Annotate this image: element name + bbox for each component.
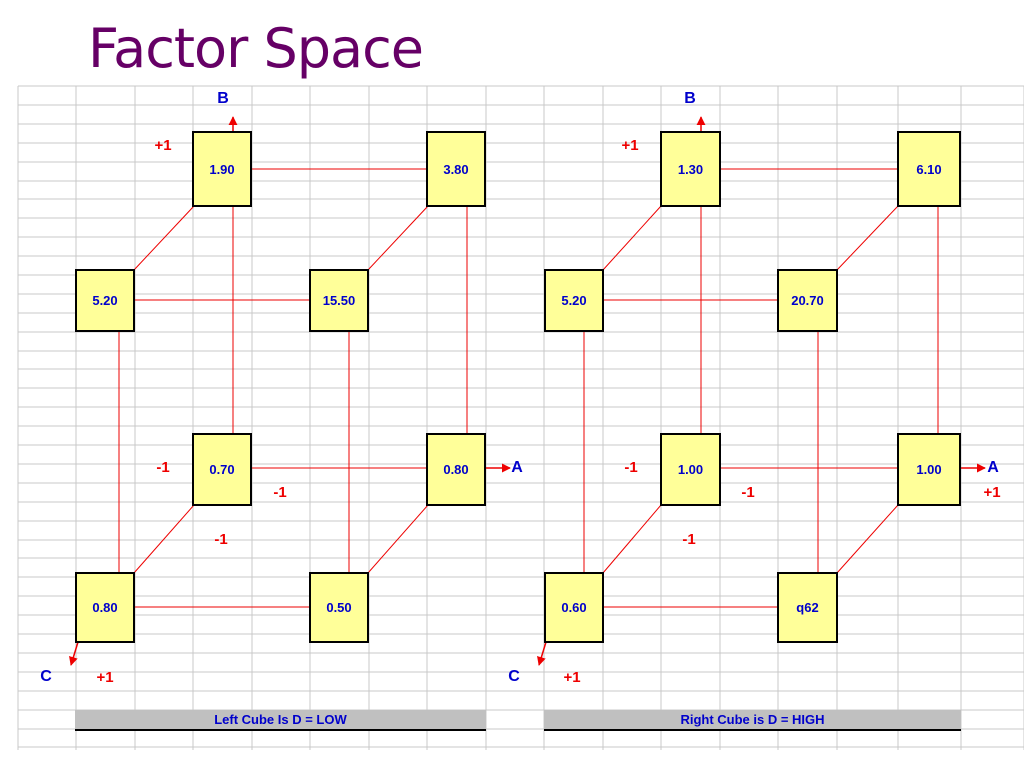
left-b-plus-label: +1 [154, 137, 172, 154]
left-value-box: 0.70 [192, 433, 252, 506]
left-value-box: 15.50 [309, 269, 369, 332]
right-value-box: 1.00 [897, 433, 961, 506]
left-cube-edges [118, 168, 468, 608]
left-axis-b-label: B [217, 90, 229, 107]
left-value-box: 5.20 [75, 269, 135, 332]
right-b-minus-label: -1 [624, 459, 638, 476]
right-value-box: 0.60 [544, 572, 604, 643]
right-c-minus-label: -1 [682, 531, 696, 548]
left-value-box: 1.90 [192, 131, 252, 207]
left-c-minus-label: -1 [214, 531, 228, 548]
right-a-minus-label: -1 [741, 484, 755, 501]
left-a-minus-label: -1 [273, 484, 287, 501]
right-c-axis-arrow [537, 641, 547, 666]
right-value-box: 6.10 [897, 131, 961, 207]
left-value-box: 0.50 [309, 572, 369, 643]
right-b-plus-label: +1 [621, 137, 639, 154]
right-cube-edges [583, 168, 939, 608]
slide-title: Factor Space [88, 17, 424, 80]
right-cube-caption: Right Cube is D = HIGH [544, 710, 961, 731]
right-axis-a-label: A [987, 459, 999, 476]
right-axis-c-label: C [508, 668, 520, 685]
left-value-box: 0.80 [75, 572, 135, 643]
right-value-box: 5.20 [544, 269, 604, 332]
right-value-box: 20.70 [777, 269, 838, 332]
left-axis-a-label: A [511, 459, 523, 476]
right-value-box: 1.30 [660, 131, 721, 207]
left-c-axis-arrow [69, 641, 79, 666]
left-value-box: 3.80 [426, 131, 486, 207]
right-axis-b-label: B [684, 90, 696, 107]
left-b-minus-label: -1 [156, 459, 170, 476]
right-c-plus-label: +1 [563, 669, 581, 686]
right-value-box: 1.00 [660, 433, 721, 506]
left-value-box: 0.80 [426, 433, 486, 506]
left-cube-caption: Left Cube Is D = LOW [75, 710, 486, 731]
right-value-box: q62 [777, 572, 838, 643]
left-axis-c-label: C [40, 668, 52, 685]
left-c-plus-label: +1 [96, 669, 114, 686]
right-a-plus-label: +1 [983, 484, 1001, 501]
